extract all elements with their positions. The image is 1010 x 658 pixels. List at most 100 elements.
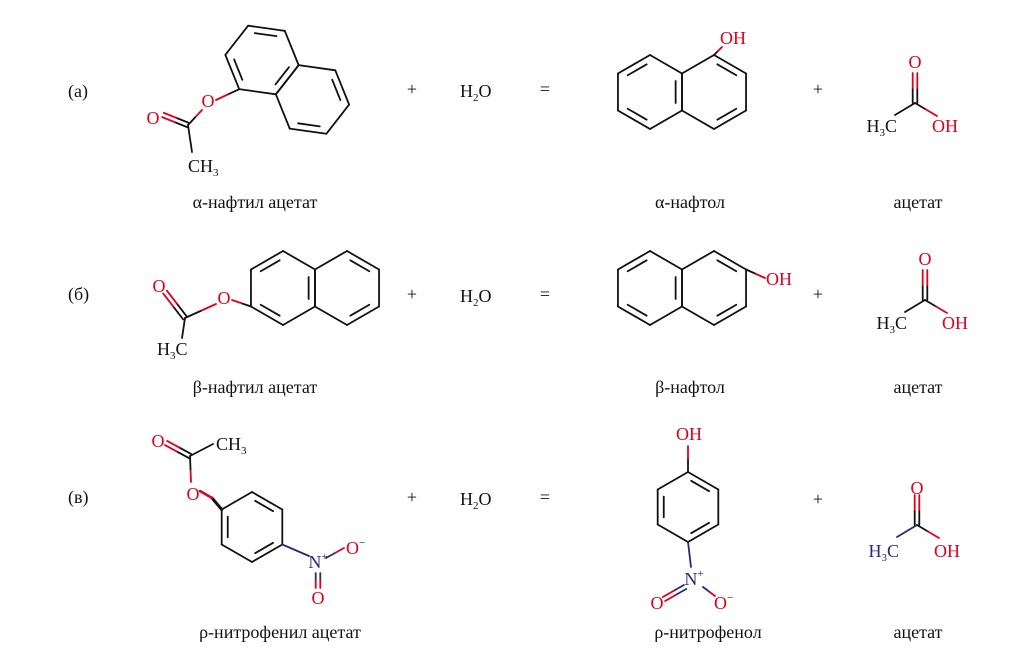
naphthalene-ring-bond [283,29,300,67]
acid-name: ацетат [893,622,942,642]
nitro-n-o-bond [708,590,716,597]
plus-sign: + [407,79,417,99]
acid-hydroxyl-bond [924,299,937,308]
naphthalene-ring-inner-double-bond [626,107,648,121]
nitro-nitrogen: N+ [308,551,327,572]
naphthalene-ring-bond [314,250,348,271]
acid-carbonyl-oxygen: O [911,478,924,498]
naphthalene-ring-inner-double-bond [233,58,244,81]
nitro-n-o-bond [334,547,345,554]
carbonyl-bond [166,440,180,449]
acid-hydroxyl-bond [914,102,927,111]
methyl-bond [187,124,193,153]
hydroxyl-bond [745,268,757,275]
carbonyl-bond [164,444,178,453]
acid-hydroxyl: OH [932,116,958,136]
aryl-oxygen-bond [215,93,229,101]
acid-methyl-bond [904,299,926,313]
naphthalene-ring-inner-double-bond [259,259,281,273]
plus-sign: + [813,79,823,99]
naphthalene-ring-bond [713,54,747,75]
acid-hydroxyl-bond [935,305,948,314]
hydroxyl-group: OH [676,424,702,444]
reaction-label: (б) [68,284,89,305]
carbonyl-oxygen: O [152,431,165,451]
nitro-n-o-bond [325,552,336,559]
equals-sign: = [540,284,550,304]
nitro-bond [687,541,692,568]
product-name: β-нафтол [655,377,725,397]
ester-bond [199,303,217,312]
reaction-label: (в) [68,487,89,508]
carbonyl-bond [162,292,175,308]
reaction-label: (а) [68,81,88,102]
naphthalene-ring-bond [713,305,747,326]
nitro-n-o-double-bond [674,588,688,596]
naphthalene-ring-bond [238,88,277,96]
benzene-ring-bond [251,543,284,563]
benzene-ring-bond [220,543,253,563]
carbonyl-bond [172,305,185,321]
plus-sign: + [407,284,417,304]
naphthalene-ring-bond [649,54,683,75]
benzene-ring-inner-double-bond [254,499,274,513]
acid-hydroxyl-bond [925,108,938,117]
reaction-a: (а) O O CH3 + H2O = OH + O H3C OH α-нафт… [68,28,958,212]
naphthalene-ring-bond [713,250,747,271]
plus-sign: + [813,284,823,304]
methyl-group: CH3 [188,156,219,179]
nitro-n-o-bond [702,586,710,593]
naphthalene-ring-inner-double-bond [716,63,738,77]
naphthalene-ring-bond [681,305,715,326]
acid-carbonyl-oxygen: O [909,52,922,72]
naphthalene-ring-bond [282,250,316,271]
nitro-n-o-double-bond [664,594,677,602]
carbonyl-bond [175,302,188,318]
nitro-oxygen-anion: O− [714,592,733,613]
naphthalene-ring-inner-double-bond [626,63,648,77]
plus-sign: + [407,487,417,507]
hydroxyl-bond [717,46,723,52]
aryl-oxygen-bond [198,489,214,500]
ester-oxygen: O [202,91,215,111]
naphthalene-ring-bond [334,69,351,106]
benzene-ring-inner-double-bond [690,521,710,535]
carbonyl-bond [176,450,190,459]
naphthalene-ring-bond [250,305,284,326]
acid-methyl: H3C [876,313,907,336]
reaction-c: (в) O O CH3 N+ O− O + H2O = OH N+ O− O +… [68,424,960,642]
methyl-group: H3C [157,339,188,362]
naphthalene-ring-bond [297,64,337,72]
naphthalene-ring-inner-double-bond [253,32,278,38]
nitro-n-o-double-bond [661,590,675,598]
naphthalene-ring-bond [224,53,241,91]
bond-layer [161,24,948,602]
carbonyl-oxygen: O [147,108,160,128]
nitro-bond [281,543,310,557]
naphthalene-ring-bond [346,250,380,271]
naphthalene-ring-bond [617,109,651,130]
aryl-oxygen-bond [226,88,241,96]
naphthalene-ring-bond [681,54,715,75]
acid-hydroxyl-bond [927,530,940,539]
benzene-ring-bond [687,471,720,491]
naphthalene-ring-inner-double-bond [716,107,738,121]
naphthalene-ring-bond [649,250,683,271]
equals-sign: = [540,79,550,99]
reactant-name: ρ-нитрофенил ацетат [199,622,361,642]
benzene-ring-bond [687,523,720,543]
naphthalene-ring-bond [282,305,316,326]
acid-carbonyl-oxygen: O [919,249,932,269]
naphthalene-ring-bond [617,250,651,271]
benzene-ring-bond [656,523,689,543]
ester-bond [187,116,196,126]
acid-methyl-bond [894,102,916,116]
naphthalene-ring-bond [681,109,715,130]
hydroxyl-bond [754,272,766,279]
reaction-b: (б) O O H3C + H2O = OH + O H3C OH β-нафт… [68,249,968,397]
naphthalene-ring-inner-double-bond [716,303,738,317]
carbonyl-bond [178,446,192,455]
acid-methyl-bond [896,524,918,538]
benzene-ring-bond [656,471,689,491]
